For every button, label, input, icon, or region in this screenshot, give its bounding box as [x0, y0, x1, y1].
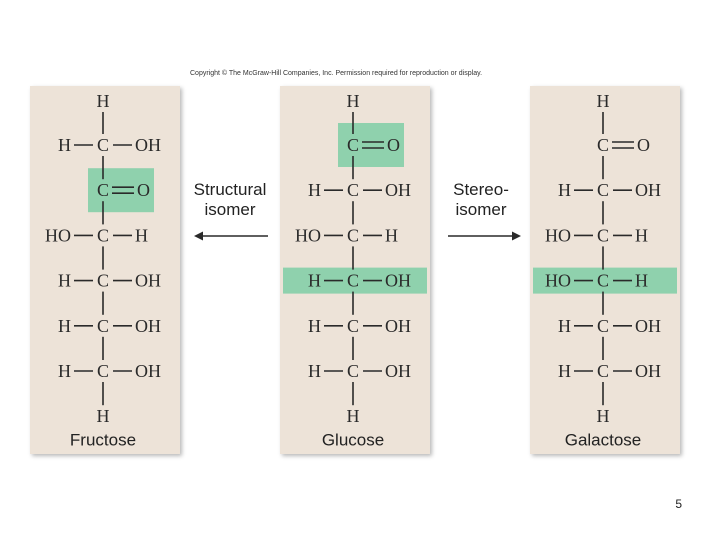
stereo-label-line-2: isomer: [455, 200, 507, 219]
right-substituent: OH: [135, 316, 161, 336]
carbon-atom: C: [597, 361, 609, 381]
right-arrow-icon: [448, 231, 521, 241]
right-substituent: OH: [635, 361, 661, 381]
structural-label-line-1: Structural: [193, 180, 267, 199]
right-substituent: OH: [135, 271, 161, 291]
top-hydrogen: H: [97, 91, 110, 111]
right-substituent: OH: [135, 361, 161, 381]
carbon-atom: C: [347, 271, 359, 291]
right-substituent: OH: [385, 361, 411, 381]
bottom-hydrogen: H: [347, 406, 360, 426]
carbon-atom: C: [347, 180, 359, 200]
glucose-label: Glucose: [322, 431, 384, 450]
left-arrow-icon: [194, 231, 268, 241]
left-substituent: H: [558, 361, 571, 381]
right-substituent: O: [137, 180, 150, 200]
bottom-hydrogen: H: [97, 406, 110, 426]
top-hydrogen: H: [597, 91, 610, 111]
carbon-atom: C: [97, 361, 109, 381]
carbon-atom: C: [97, 180, 109, 200]
left-substituent: H: [58, 316, 71, 336]
galactose-label: Galactose: [565, 431, 642, 450]
left-substituent: H: [308, 271, 321, 291]
stereo-label-line-1: Stereo-: [453, 180, 509, 199]
bottom-hydrogen: H: [597, 406, 610, 426]
left-substituent: H: [58, 361, 71, 381]
right-substituent: OH: [635, 180, 661, 200]
page-number: 5: [675, 497, 682, 511]
left-substituent: HO: [545, 225, 571, 245]
right-substituent: H: [635, 225, 648, 245]
carbon-atom: C: [97, 225, 109, 245]
right-substituent: OH: [385, 271, 411, 291]
fructose-label: Fructose: [70, 431, 136, 450]
carbon-atom: C: [347, 316, 359, 336]
carbon-atom: C: [97, 135, 109, 155]
carbon-atom: C: [347, 135, 359, 155]
highlight-box: [338, 123, 404, 167]
carbon-atom: C: [347, 225, 359, 245]
top-hydrogen: H: [347, 91, 360, 111]
carbon-atom: C: [597, 135, 609, 155]
left-substituent: H: [308, 361, 321, 381]
left-substituent: H: [308, 180, 321, 200]
left-substituent: HO: [45, 225, 71, 245]
left-substituent: HO: [295, 225, 321, 245]
right-substituent: O: [387, 135, 400, 155]
highlight-box: [283, 267, 427, 294]
left-substituent: H: [58, 135, 71, 155]
carbon-atom: C: [97, 316, 109, 336]
structural-isomer-label: Structural isomer: [182, 180, 278, 220]
left-substituent: H: [558, 316, 571, 336]
right-substituent: H: [135, 225, 148, 245]
right-substituent: OH: [385, 316, 411, 336]
left-substituent: H: [558, 180, 571, 200]
carbon-atom: C: [597, 271, 609, 291]
left-substituent: H: [308, 316, 321, 336]
carbon-atom: C: [597, 180, 609, 200]
right-substituent: H: [385, 225, 398, 245]
left-substituent: HO: [545, 271, 571, 291]
left-substituent: H: [58, 271, 71, 291]
right-substituent: OH: [135, 135, 161, 155]
right-substituent: OH: [635, 316, 661, 336]
carbon-atom: C: [597, 225, 609, 245]
stereoisomer-label: Stereo- isomer: [436, 180, 526, 220]
structural-label-line-2: isomer: [204, 200, 256, 219]
right-substituent: O: [637, 135, 650, 155]
carbon-atom: C: [97, 271, 109, 291]
carbon-atom: C: [597, 316, 609, 336]
highlight-box: [88, 168, 154, 213]
right-substituent: H: [635, 271, 648, 291]
right-substituent: OH: [385, 180, 411, 200]
copyright-notice: Copyright © The McGraw-Hill Companies, I…: [190, 70, 483, 77]
highlight-box: [533, 267, 677, 294]
carbon-atom: C: [347, 361, 359, 381]
